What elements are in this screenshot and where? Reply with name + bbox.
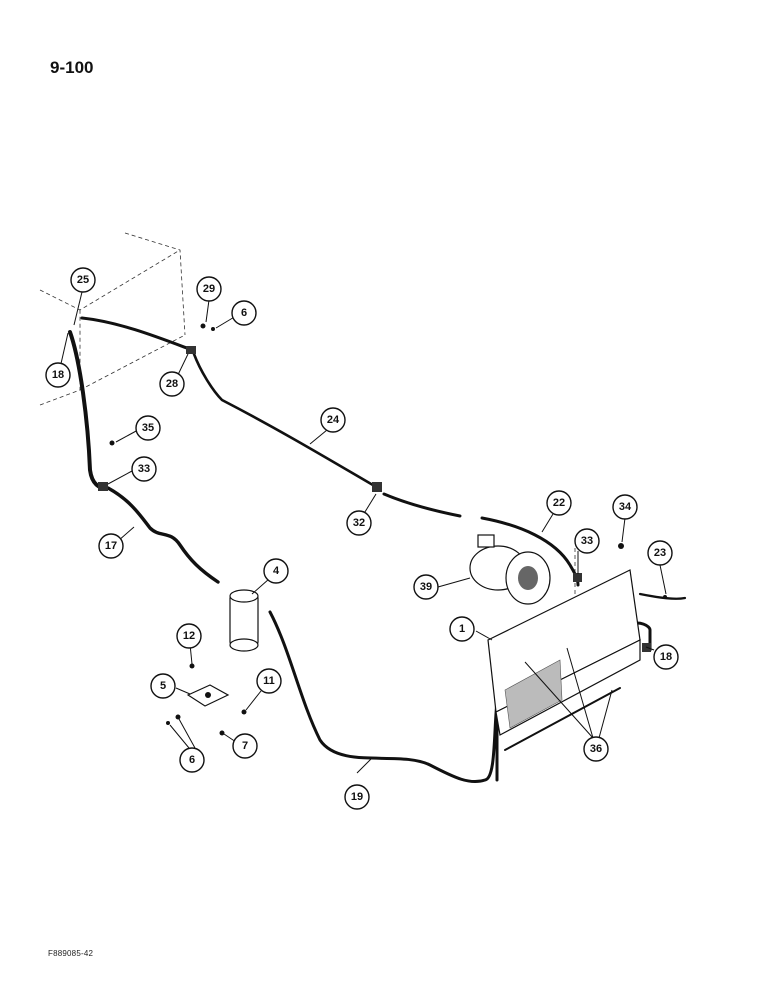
svg-text:36: 36 (590, 743, 602, 755)
svg-text:33: 33 (138, 463, 150, 475)
callout-32: 32 (346, 510, 372, 536)
callout-12: 12 (176, 623, 202, 649)
bracket (186, 684, 230, 707)
callout-6-bottom: 6 (179, 747, 205, 773)
callout-29: 29 (196, 276, 222, 302)
callout-4: 4 (263, 558, 289, 584)
leader-lines (59, 291, 667, 774)
svg-text:18: 18 (660, 651, 672, 663)
svg-text:24: 24 (327, 414, 340, 426)
callout-36: 36 (583, 736, 609, 762)
svg-text:32: 32 (353, 517, 365, 529)
svg-text:7: 7 (242, 740, 248, 752)
svg-text:6: 6 (189, 754, 195, 766)
svg-text:5: 5 (160, 680, 166, 692)
callout-1: 1 (449, 616, 475, 642)
svg-text:25: 25 (77, 274, 89, 286)
callout-17: 17 (98, 533, 124, 559)
callout-39: 39 (413, 574, 439, 600)
callout-25: 25 (70, 267, 96, 293)
svg-text:22: 22 (553, 497, 565, 509)
svg-text:35: 35 (142, 422, 154, 434)
svg-text:39: 39 (420, 581, 432, 593)
svg-text:23: 23 (654, 547, 666, 559)
page-number: 9-100 (50, 58, 94, 77)
callout-5: 5 (150, 673, 176, 699)
svg-text:28: 28 (166, 378, 178, 390)
callout-18-left: 18 (45, 362, 71, 388)
svg-text:33: 33 (581, 535, 593, 547)
callout-33-left: 33 (131, 456, 157, 482)
svg-text:18: 18 (52, 369, 64, 381)
callout-24: 24 (320, 407, 346, 433)
condenser (487, 569, 641, 736)
callout-6-top: 6 (231, 300, 257, 326)
figure-code: F889085-42 (48, 949, 94, 958)
callout-22: 22 (546, 490, 572, 516)
svg-text:4: 4 (273, 565, 280, 577)
svg-text:29: 29 (203, 283, 215, 295)
svg-text:34: 34 (619, 501, 632, 513)
compressor (469, 534, 551, 605)
callout-34: 34 (612, 494, 638, 520)
receiver-drier (229, 589, 259, 652)
callout-19: 19 (344, 784, 370, 810)
callout-23: 23 (647, 540, 673, 566)
callout-18-right: 18 (653, 644, 679, 670)
callout-35: 35 (135, 415, 161, 441)
callout-11: 11 (256, 668, 282, 694)
svg-text:12: 12 (183, 630, 195, 642)
callout-7: 7 (232, 733, 258, 759)
svg-text:6: 6 (241, 307, 247, 319)
svg-text:17: 17 (105, 540, 117, 552)
callout-33-right: 33 (574, 528, 600, 554)
svg-text:11: 11 (263, 675, 275, 687)
svg-text:19: 19 (351, 791, 363, 803)
callout-28: 28 (159, 371, 185, 397)
svg-text:1: 1 (459, 623, 465, 635)
